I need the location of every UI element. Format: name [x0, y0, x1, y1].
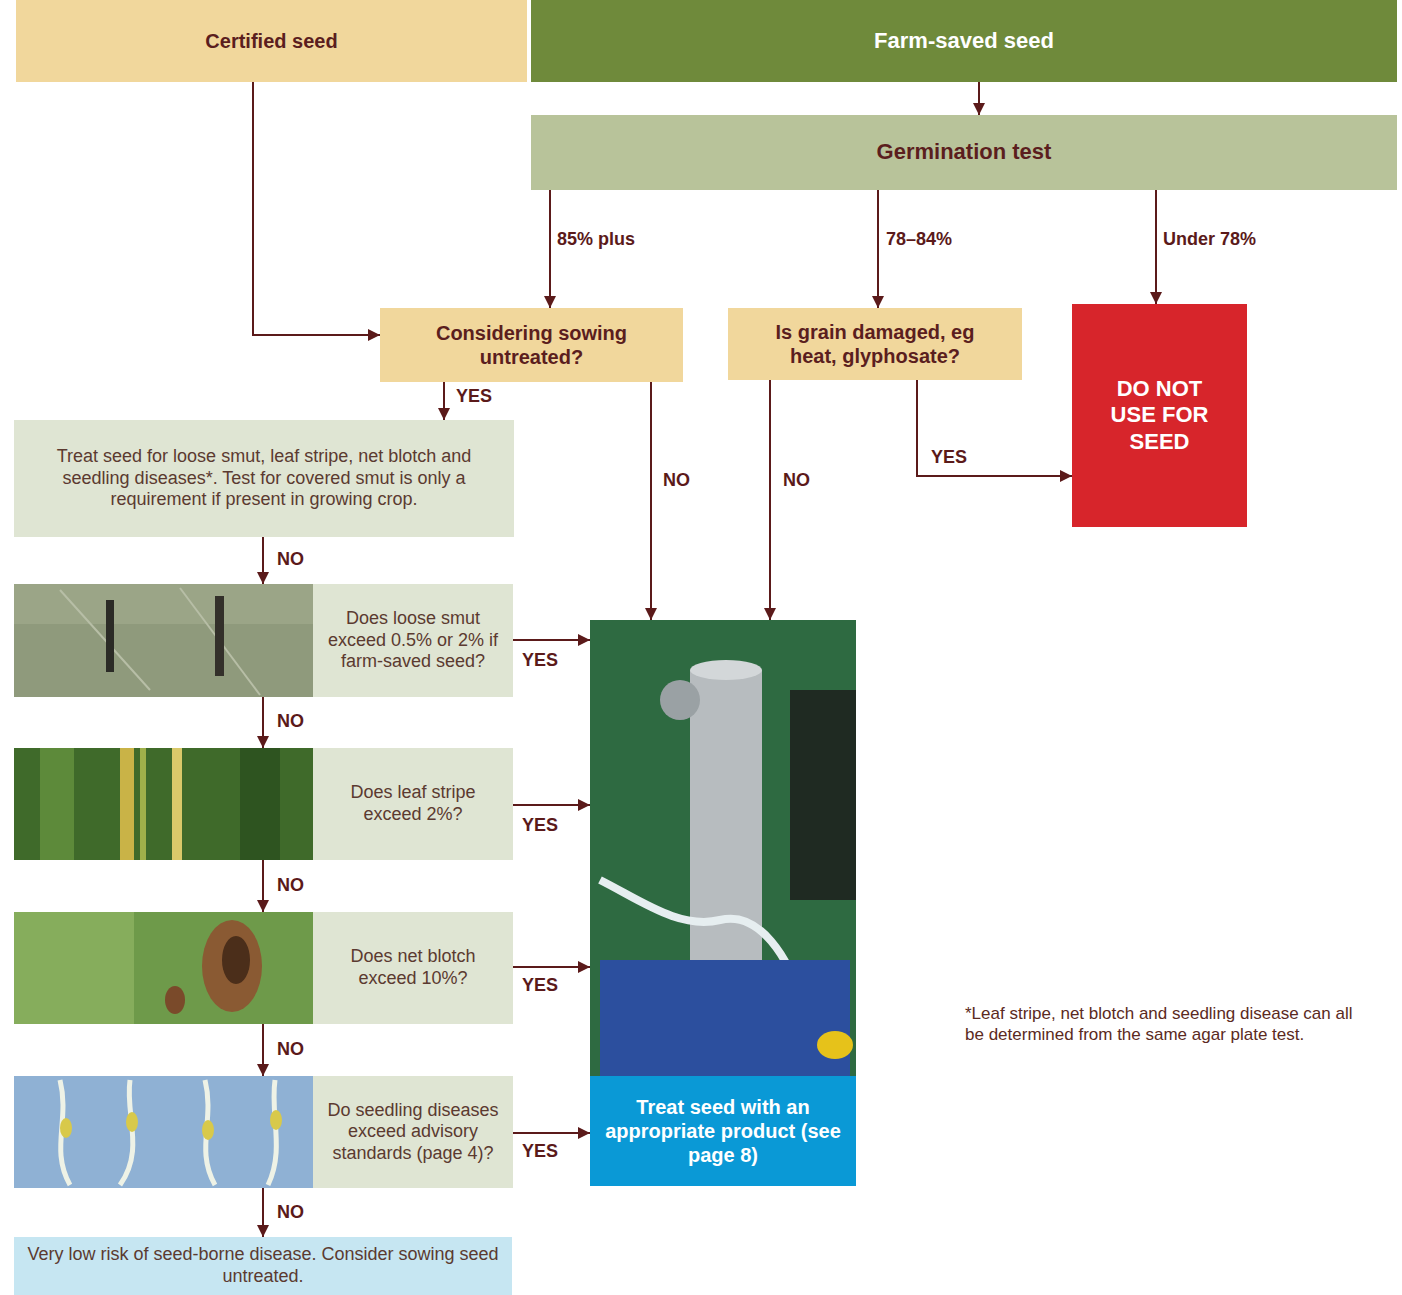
node-text: Does leaf stripe exceed 2%? — [325, 782, 501, 825]
node-text: DO NOT USE FOR SEED — [1100, 376, 1219, 455]
edge-label: YES — [931, 447, 967, 469]
flow-arrow — [262, 1024, 264, 1076]
flow-arrow — [262, 860, 264, 912]
treater-photo — [590, 620, 856, 1076]
node-text: Treat seed with an appropriate product (… — [590, 1076, 856, 1186]
node-text: Treat seed for loose smut, leaf stripe, … — [30, 446, 498, 511]
flow-arrow — [978, 82, 980, 115]
flow-arrow — [513, 966, 590, 968]
stop-box: DO NOT USE FOR SEED — [1072, 304, 1247, 527]
edge-label: YES — [522, 1141, 558, 1163]
instruction-box: Treat seed for loose smut, leaf stripe, … — [14, 420, 514, 537]
edge-label: YES — [456, 386, 492, 408]
node-text: Very low risk of seed-borne disease. Con… — [26, 1244, 500, 1287]
node-text: Does net blotch exceed 10%? — [325, 946, 501, 989]
source-band: Farm-saved seed — [531, 0, 1397, 82]
edge-label: Under 78% — [1163, 229, 1256, 251]
flow-arrow — [513, 804, 590, 806]
machine-part — [817, 1031, 853, 1059]
machine-base — [600, 960, 850, 1076]
node-text: Germination test — [877, 139, 1052, 165]
action-box: Treat seed with an appropriate product (… — [590, 620, 856, 1186]
edge-label: YES — [522, 975, 558, 997]
decision-box: Is grain damaged, eg heat, glyphosate? — [728, 308, 1022, 380]
flow-arrow — [917, 380, 1072, 476]
flow-arrow — [877, 190, 879, 308]
process-box: Germination test — [531, 115, 1397, 190]
flow-arrow — [1155, 190, 1157, 304]
cylinder-top — [690, 660, 762, 680]
node-text: Is grain damaged, eg heat, glyphosate? — [764, 320, 986, 368]
edge-label: NO — [663, 470, 690, 492]
flow-arrow — [253, 82, 380, 335]
flow-arrow — [769, 380, 771, 620]
edge-label: NO — [277, 875, 304, 897]
flow-arrow — [262, 537, 264, 584]
node-text: Certified seed — [205, 29, 337, 53]
pulley — [660, 680, 700, 720]
edge-label: YES — [522, 650, 558, 672]
edge-label: 85% plus — [557, 229, 635, 251]
footnote: *Leaf stripe, net blotch and seedling di… — [965, 1003, 1360, 1046]
edge-label: NO — [783, 470, 810, 492]
flow-arrow — [513, 1132, 590, 1134]
node-text: Considering sowing untreated? — [410, 321, 653, 369]
decision-box: Considering sowing untreated? — [380, 308, 683, 382]
edge-label: NO — [277, 1202, 304, 1224]
outcome-box: Very low risk of seed-borne disease. Con… — [14, 1237, 512, 1295]
flow-arrow — [650, 382, 652, 620]
edge-label: NO — [277, 1039, 304, 1061]
question-box: Do seedling diseases exceed advisory sta… — [14, 1076, 513, 1188]
source-band: Certified seed — [16, 0, 527, 82]
flow-arrow — [443, 382, 445, 420]
question-box: Does leaf stripe exceed 2%? — [14, 748, 513, 860]
question-box: Does net blotch exceed 10%? — [14, 912, 513, 1024]
edge-label: NO — [277, 711, 304, 733]
node-text: Does loose smut exceed 0.5% or 2% if far… — [325, 608, 501, 673]
edge-label: 78–84% — [886, 229, 952, 251]
machine-panel — [790, 690, 856, 900]
edge-label: YES — [522, 815, 558, 837]
flow-arrow — [513, 639, 590, 641]
question-box: Does loose smut exceed 0.5% or 2% if far… — [14, 584, 513, 697]
flow-arrow — [549, 190, 551, 308]
edge-label: NO — [277, 549, 304, 571]
flow-arrow — [262, 1188, 264, 1237]
flow-arrow — [262, 697, 264, 748]
node-text: Farm-saved seed — [874, 28, 1054, 54]
node-text: Do seedling diseases exceed advisory sta… — [325, 1100, 501, 1165]
